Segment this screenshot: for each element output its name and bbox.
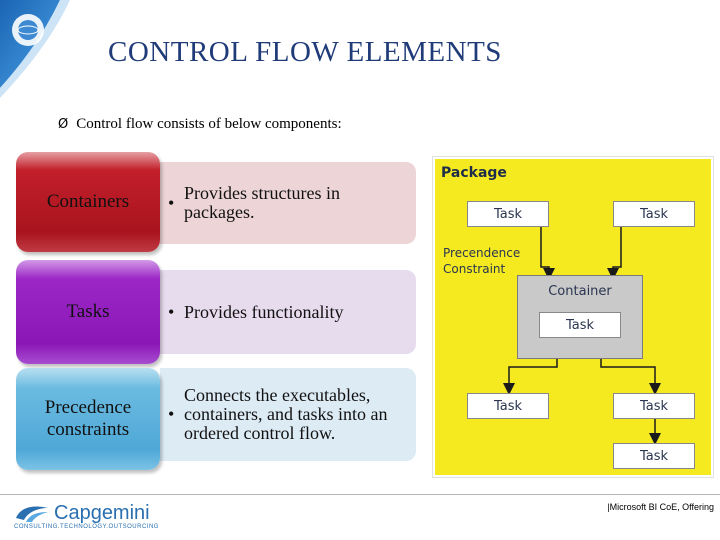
logo-tagline: CONSULTING.TECHNOLOGY.OUTSOURCING xyxy=(14,524,159,530)
corner-decoration xyxy=(0,0,70,98)
bullet: • xyxy=(168,301,175,322)
footer-divider xyxy=(0,494,720,495)
containers-description-box: • Provides structures in packages. xyxy=(160,162,416,244)
package-diagram: Package Task Task Precendence Constraint… xyxy=(432,156,714,478)
containers-description: Provides structures in packages. xyxy=(184,183,340,222)
tasks-label-box: Tasks xyxy=(16,260,160,364)
precedence-description: Connects the executables, containers, an… xyxy=(184,385,388,443)
precedence-arrow xyxy=(503,358,558,395)
task-box: Task xyxy=(467,201,549,227)
precedence-label-box: Precedence constraints xyxy=(16,368,160,470)
precedence-label: Precedence constraints xyxy=(44,397,132,440)
capgemini-logo: Capgemini CONSULTING.TECHNOLOGY.OUTSOURC… xyxy=(14,502,158,532)
task-box: Task xyxy=(613,393,695,419)
containers-label: Containers xyxy=(46,191,130,212)
task-box: Task xyxy=(613,201,695,227)
arrow-bullet-icon: Ø xyxy=(58,117,69,132)
package-label: Package xyxy=(441,165,507,181)
precedence-description-box: • Connects the executables, containers, … xyxy=(160,368,416,461)
containers-label-box: Containers xyxy=(16,152,160,252)
footer-text: |Microsoft BI CoE, Offering xyxy=(607,502,714,512)
container-box: Container Task xyxy=(517,275,643,359)
tasks-description: Provides functionality xyxy=(184,301,344,322)
precedence-arrow xyxy=(600,358,661,395)
spade-logo-icon xyxy=(16,506,48,522)
bullet: • xyxy=(168,404,175,424)
task-box: Task xyxy=(467,393,549,419)
tasks-label: Tasks xyxy=(66,301,110,322)
slide-title: CONTROL FLOW ELEMENTS xyxy=(108,36,502,68)
task-box: Task xyxy=(613,443,695,469)
diagram-connectors xyxy=(503,225,661,445)
intro-text: Control flow consists of below component… xyxy=(76,116,342,132)
precedence-arrow xyxy=(607,225,622,280)
container-label: Container xyxy=(548,284,612,299)
tasks-description-box: • Provides functionality xyxy=(160,270,416,354)
intro-line: Ø Control flow consists of below componen… xyxy=(58,116,342,133)
logo-wordmark: Capgemini xyxy=(54,502,150,524)
task-box: Task xyxy=(539,312,621,338)
precedence-arrow xyxy=(540,225,555,280)
bullet: • xyxy=(168,192,175,213)
precedence-constraint-label: Precendence Constraint xyxy=(443,246,521,276)
